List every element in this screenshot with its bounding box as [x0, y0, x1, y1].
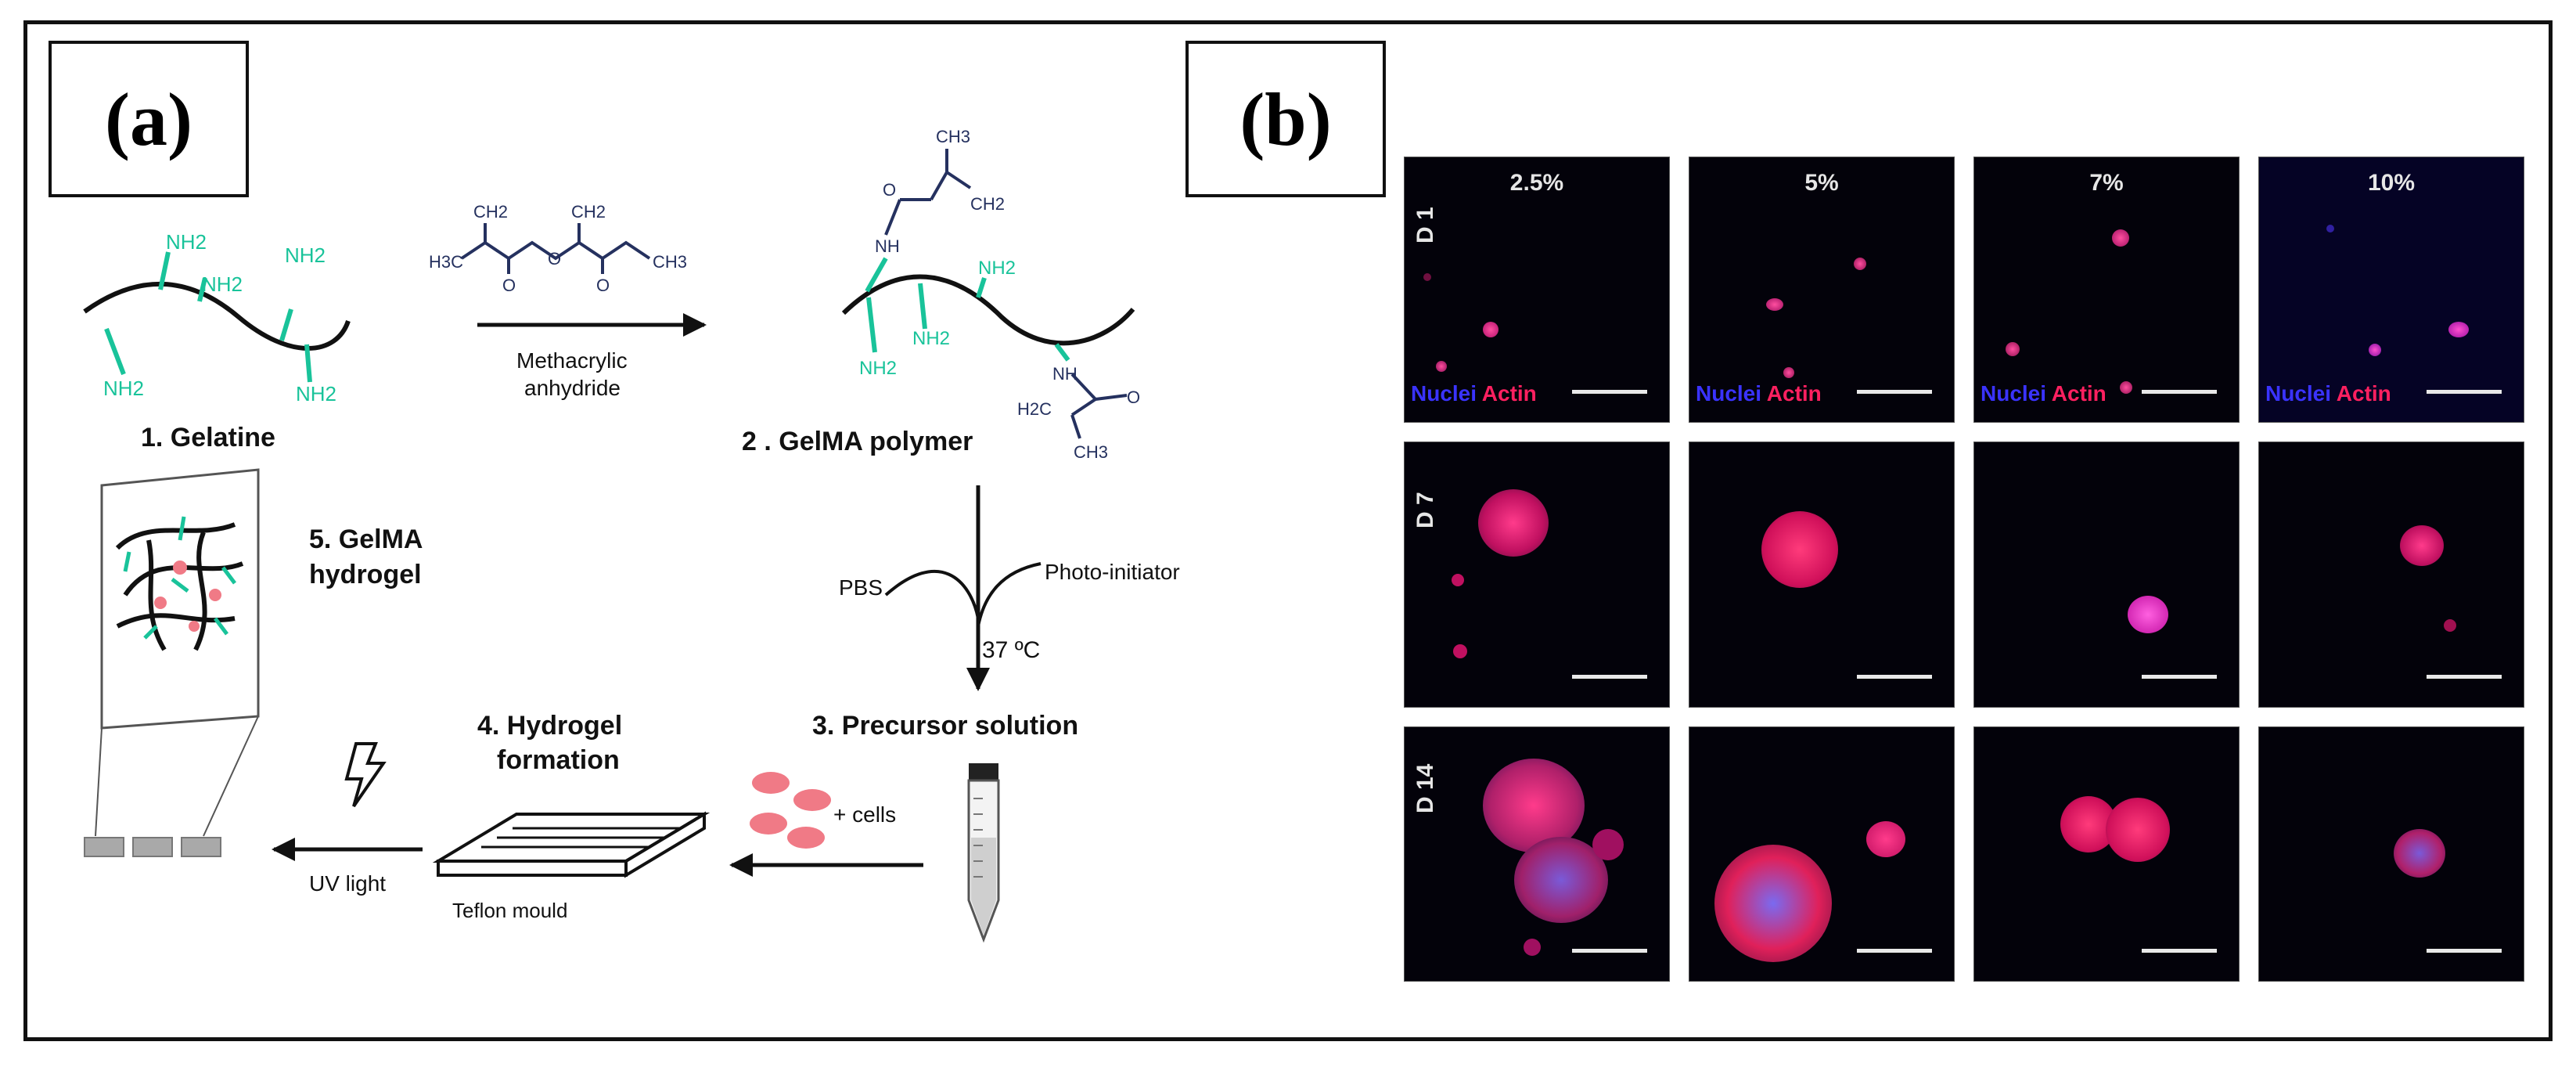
scale-bar	[2427, 390, 2502, 394]
microscopy-grid: 2.5% D 1 Nuclei Actin 5% Nuclei Actin 7%…	[1404, 157, 2545, 982]
cells-label: + cells	[833, 802, 896, 827]
scale-bar	[1572, 675, 1647, 679]
gelma-o-top: O	[883, 180, 896, 200]
panel-b-label: (b)	[1185, 41, 1386, 197]
gelatine-nh2-5: NH2	[296, 382, 336, 406]
tile-d1-2-5: 2.5% D 1 Nuclei Actin	[1404, 157, 1670, 423]
anhydride-o-right: O	[596, 276, 610, 295]
tile-d1-7: 7% Nuclei Actin	[1973, 157, 2240, 423]
anhydride-o-left: O	[502, 276, 516, 295]
step-1-label: 1. Gelatine	[141, 423, 275, 452]
photoinitiator-label: Photo-initiator	[1045, 560, 1180, 584]
tile-d7-7	[1973, 442, 2240, 708]
gelatine-nh2-4: NH2	[103, 377, 144, 400]
concentration-label-5: 5%	[1804, 170, 1839, 196]
gelatine-nh2-3: NH2	[285, 243, 326, 267]
scale-bar	[2427, 949, 2502, 953]
gelma-polymer: NH O CH3 CH2 NH O H2C CH3 NH2 NH2 NH2 2 …	[742, 127, 1140, 462]
day-label-d7: D 7	[1412, 492, 1438, 528]
tile-d14-10	[2258, 726, 2524, 982]
day-label-d1: D 1	[1412, 207, 1438, 243]
temperature-label: 37 ºC	[982, 637, 1040, 663]
cells-icon	[750, 772, 831, 849]
gel-blocks	[84, 837, 221, 857]
stain-actin-1: Actin	[1481, 381, 1537, 406]
anhydride-ch2-left: CH2	[473, 202, 508, 222]
photoinitiator-merge-curve	[977, 562, 1042, 627]
gelma-ch2-top: CH2	[970, 194, 1005, 214]
gelatine-molecule: NH2 NH2 NH2 NH2 NH2 1. Gelatine	[83, 230, 351, 452]
uv-label: UV light	[309, 871, 386, 896]
gelma-nh2-2: NH2	[912, 328, 950, 349]
pbs-merge-curve	[884, 570, 980, 619]
panel-a-label: (a)	[49, 41, 249, 197]
gelatine-nh2-2: NH2	[202, 272, 243, 296]
anhydride-ch3: CH3	[653, 252, 687, 272]
gelma-nh2-3: NH2	[978, 258, 1016, 279]
tile-d14-2-5: D 14	[1404, 726, 1670, 982]
scale-bar	[2142, 390, 2217, 394]
day-label-d14: D 14	[1412, 763, 1438, 813]
hydrogel-zoom	[95, 468, 260, 837]
scale-bar	[1857, 390, 1932, 394]
stain-actin-2: Actin	[1766, 381, 1822, 406]
stain-nuclei-4: Nuclei	[2265, 381, 2332, 406]
anhydride-ch2-right: CH2	[571, 202, 606, 222]
tile-d1-10: 10% Nuclei Actin	[2258, 157, 2524, 423]
step-5-label-line1: 5. GelMA	[309, 524, 423, 554]
step-4-label-line1: 4. Hydrogel	[477, 711, 622, 741]
tile-d14-5	[1689, 726, 1955, 982]
concentration-label-10: 10%	[2367, 170, 2416, 196]
gelma-nh-top: NH	[875, 236, 900, 256]
stain-nuclei-1: Nuclei	[1411, 381, 1477, 406]
gelma-o-bottom: O	[1127, 388, 1140, 407]
stain-nuclei-3: Nuclei	[1981, 381, 2047, 406]
lightning-icon	[344, 742, 387, 808]
step-5-label-line2: hydrogel	[309, 560, 422, 589]
scale-bar	[1857, 675, 1932, 679]
tile-d7-10	[2258, 442, 2524, 708]
gelma-ch3-bottom: CH3	[1074, 442, 1108, 462]
methacrylic-label-line2: anhydride	[524, 376, 621, 400]
concentration-label-2-5: 2.5%	[1509, 170, 1564, 196]
anhydride-o-bridge: O	[548, 249, 561, 269]
step-4-label-line2: formation	[497, 745, 620, 775]
tile-d1-5: 5% Nuclei Actin	[1689, 157, 1955, 423]
stain-nuclei-2: Nuclei	[1696, 381, 1762, 406]
scale-bar	[2142, 675, 2217, 679]
stain-actin-3: Actin	[2051, 381, 2106, 406]
concentration-label-7: 7%	[2089, 170, 2124, 196]
scale-bar	[1572, 949, 1647, 953]
teflon-mould	[432, 811, 711, 878]
gelma-ch3-top: CH3	[936, 127, 970, 146]
gelma-nh-bottom: NH	[1052, 364, 1078, 384]
scale-bar	[1857, 949, 1932, 953]
gelatine-nh2-1: NH2	[166, 230, 207, 254]
anhydride-h3c: H3C	[429, 252, 463, 272]
step-3-label: 3. Precursor solution	[812, 711, 1078, 741]
tile-d7-2-5: D 7	[1404, 442, 1670, 708]
tile-d7-5	[1689, 442, 1955, 708]
scale-bar	[2427, 675, 2502, 679]
mould-label: Teflon mould	[452, 899, 567, 922]
methacrylic-label-line1: Methacrylic	[516, 348, 628, 373]
tile-d14-7	[1973, 726, 2240, 982]
gelma-nh2-1: NH2	[859, 358, 897, 379]
falcon-tube	[967, 763, 1000, 943]
scale-bar	[2142, 949, 2217, 953]
panel-a-diagram: NH2 NH2 NH2 NH2 NH2 1. Gelatine CH2 CH2 …	[83, 127, 1180, 943]
step-2-label: 2 . GelMA polymer	[742, 427, 973, 456]
gelma-h2c-bottom: H2C	[1017, 399, 1052, 419]
scale-bar	[1572, 390, 1647, 394]
methacrylic-anhydride-structure	[460, 223, 651, 274]
pbs-label: PBS	[839, 575, 883, 600]
stain-actin-4: Actin	[2336, 381, 2391, 406]
